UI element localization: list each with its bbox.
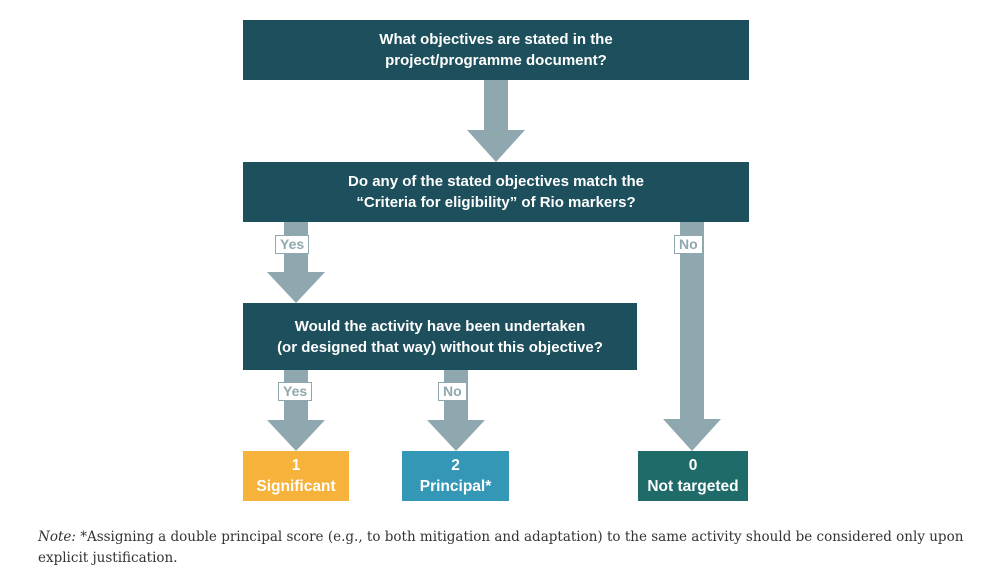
outcome-principal: 2 Principal* bbox=[402, 451, 509, 501]
question-line-1: Would the activity have been undertaken bbox=[294, 317, 586, 335]
outcome-not-targeted: 0 Not targeted bbox=[638, 451, 748, 501]
question-line-2: “Criteria for eligibility” of Rio marker… bbox=[356, 194, 636, 211]
question-undertaken-without-objective: Would the activity have been undertaken … bbox=[243, 303, 637, 370]
question-eligibility-match: Do any of the stated objectives match th… bbox=[243, 162, 749, 222]
footnote-text: *Assigning a double principal score (e.g… bbox=[38, 529, 964, 566]
outcome-score: 2 bbox=[451, 457, 460, 474]
branch-label-q3-no: No bbox=[438, 382, 467, 401]
outcome-significant: 1 Significant bbox=[243, 451, 349, 501]
question-line-1: What objectives are stated in the bbox=[379, 31, 613, 48]
question-line-1: Do any of the stated objectives match th… bbox=[348, 173, 644, 190]
arrow-q2-no-to-not-targeted bbox=[663, 222, 721, 451]
arrow-q1-to-q2 bbox=[467, 80, 525, 162]
outcome-score: 0 bbox=[688, 457, 698, 474]
branch-label-q3-yes: Yes bbox=[278, 382, 313, 401]
footnote: Note: *Assigning a double principal scor… bbox=[38, 527, 968, 569]
branch-label-q2-yes: Yes bbox=[275, 235, 310, 254]
question-stated-objectives: What objectives are stated in the projec… bbox=[243, 20, 749, 80]
footnote-label: Note: bbox=[38, 529, 76, 545]
outcome-label: Not targeted bbox=[647, 478, 739, 495]
outcome-label: Significant bbox=[256, 478, 336, 495]
outcome-label: Principal* bbox=[419, 478, 492, 495]
question-line-2: (or designed that way) without this obje… bbox=[277, 338, 603, 356]
outcome-score: 1 bbox=[291, 457, 301, 474]
question-line-2: project/programme document? bbox=[385, 52, 607, 69]
branch-label-q2-no: No bbox=[674, 235, 703, 254]
